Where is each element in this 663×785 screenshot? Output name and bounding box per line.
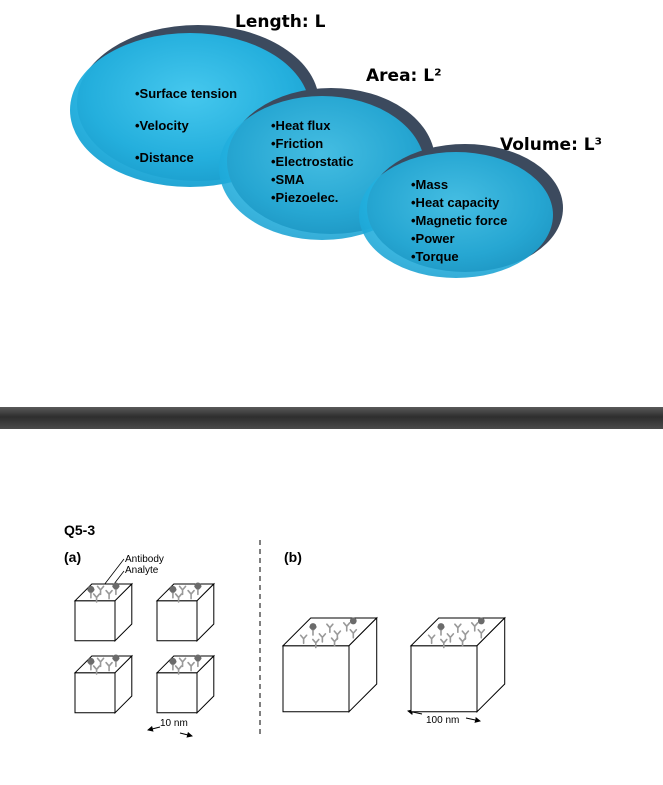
scale-b-arrow-right	[465, 717, 481, 723]
length-title: Length: L	[235, 12, 326, 32]
antibody-icon	[440, 638, 448, 649]
analyte-icon	[194, 582, 202, 590]
antibody-icon	[299, 634, 308, 645]
antibody-icon	[326, 623, 334, 634]
antibody-icon	[96, 585, 105, 596]
small-cube	[155, 654, 216, 715]
antibody-icon	[105, 661, 113, 672]
analyte-icon	[437, 623, 445, 630]
area-item: •Friction	[271, 136, 324, 151]
large-cube	[409, 616, 506, 713]
volume-item: •Power	[411, 231, 455, 246]
antibody-icon	[477, 628, 486, 639]
antibody-icon	[318, 633, 327, 643]
antibody-icon	[92, 593, 101, 603]
volume-title: Volume: L³	[500, 135, 603, 155]
antibody-icon	[342, 622, 351, 632]
volume-list: •Mass •Heat capacity •Magnetic force •Po…	[411, 176, 507, 266]
antibody-icon	[458, 637, 467, 647]
antibody-icon	[178, 657, 187, 668]
analyte-icon	[87, 585, 95, 593]
antibody-icon	[96, 657, 105, 668]
antibody-icon	[187, 661, 195, 672]
part-a-label: (a)	[64, 549, 82, 565]
antibody-icon	[330, 637, 339, 647]
antibody-icon	[470, 622, 479, 632]
area-list: •Heat flux •Friction •Electrostatic •SMA…	[271, 117, 354, 207]
area-title: Area: L²	[366, 66, 442, 86]
volume-item: •Torque	[411, 249, 459, 264]
antibody-icon	[174, 665, 183, 675]
top-diagram-graphics	[70, 25, 563, 278]
small-cube	[73, 582, 134, 643]
scale-b-label: 100 nm	[426, 715, 460, 726]
small-cube	[73, 654, 134, 715]
volume-item: •Mass	[411, 177, 449, 192]
antibody-icon	[105, 589, 113, 600]
antibody-icon	[446, 633, 455, 643]
scale-a-label: 10 nm	[160, 718, 188, 729]
antibody-icon	[312, 638, 320, 649]
scale-b-arrow-left	[407, 709, 423, 715]
scale-a-arrow-left	[147, 725, 161, 732]
antibody-icon	[92, 665, 101, 675]
antibody-icon	[454, 623, 462, 634]
analyte-icon	[169, 657, 177, 665]
antibody-icon	[174, 593, 183, 603]
area-item: •Piezoelec.	[271, 190, 339, 205]
analyte-label: Analyte	[125, 565, 159, 576]
scale-a-arrow-right	[179, 731, 193, 738]
volume-ellipse	[359, 144, 563, 278]
volume-item: •Magnetic force	[411, 213, 508, 228]
slide-divider	[0, 407, 663, 429]
area-item: •Heat flux	[271, 118, 331, 133]
large-cube	[281, 616, 378, 713]
antibody-icon	[178, 585, 187, 596]
length-item: •Velocity	[135, 118, 189, 133]
antibody-icon	[349, 628, 358, 639]
length-item: •Distance	[135, 150, 194, 165]
analyte-icon	[349, 617, 357, 625]
small-cube	[155, 582, 216, 643]
analyte-icon	[112, 582, 120, 590]
area-item: •SMA	[271, 172, 305, 187]
part-b-label: (b)	[284, 549, 302, 565]
question-label: Q5-3	[64, 522, 96, 538]
analyte-icon	[87, 657, 95, 665]
analyte-icon	[194, 654, 202, 662]
length-list: •Surface tension •Velocity •Distance	[135, 78, 237, 174]
antibody-icon	[427, 634, 436, 645]
analyte-icon	[169, 585, 177, 593]
antibody-icon	[187, 589, 195, 600]
analyte-icon	[112, 654, 120, 662]
analyte-icon	[309, 623, 317, 630]
antibody-label: Antibody	[125, 554, 164, 565]
length-item: •Surface tension	[135, 86, 238, 101]
volume-item: •Heat capacity	[411, 195, 500, 210]
analyte-icon	[477, 617, 485, 625]
area-item: •Electrostatic	[271, 154, 354, 169]
